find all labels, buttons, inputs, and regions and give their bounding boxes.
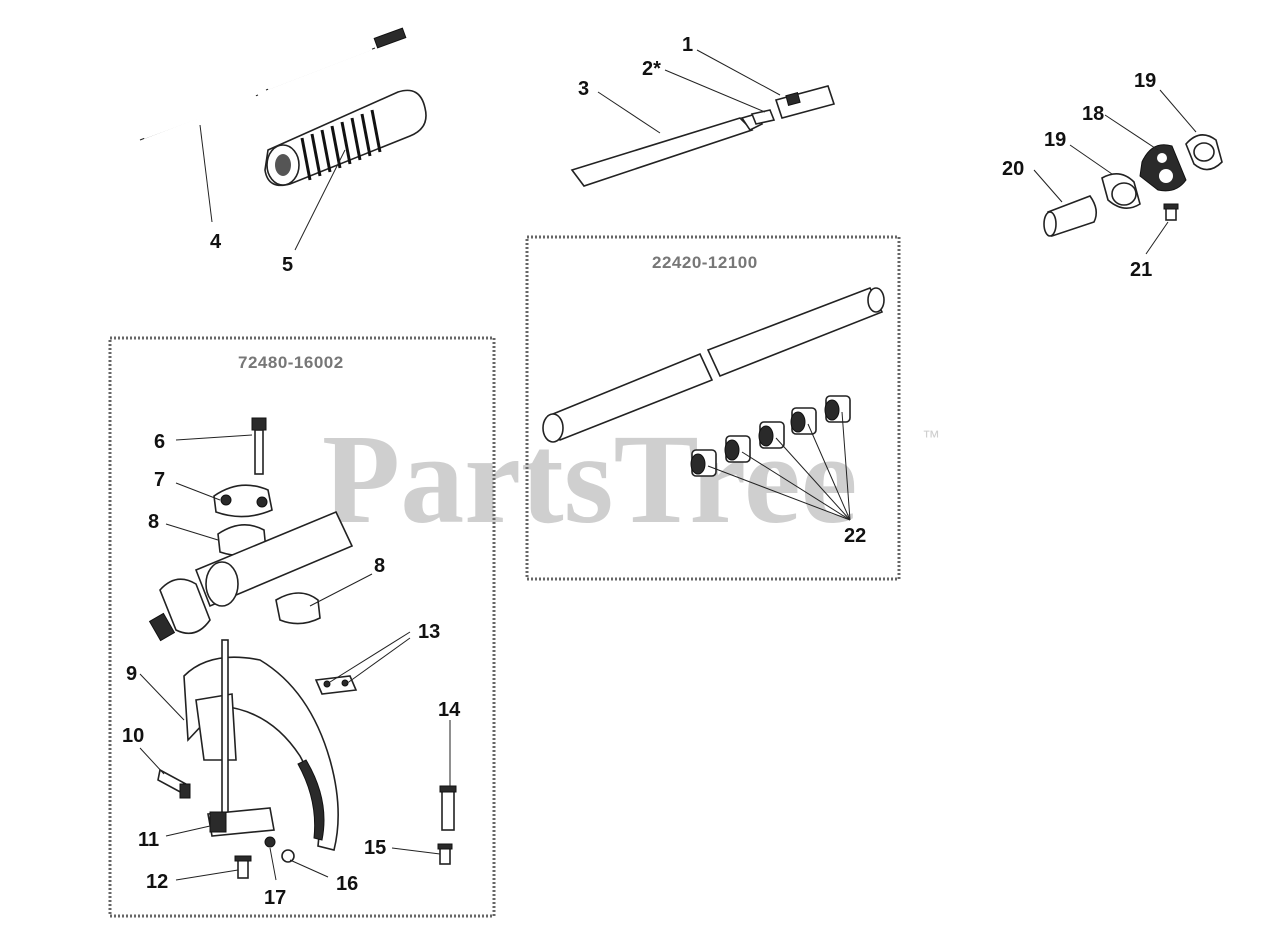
callout-18: 18 bbox=[1082, 103, 1104, 125]
part-22-bushings bbox=[690, 395, 851, 477]
kit-number-tube: 22420-12100 bbox=[652, 253, 758, 272]
callout-7: 7 bbox=[154, 469, 165, 491]
kit-number-shaft: 72480-16002 bbox=[238, 353, 344, 372]
callout-17: 17 bbox=[264, 887, 286, 909]
callout-11: 11 bbox=[138, 829, 159, 851]
part-12-screw bbox=[234, 855, 252, 879]
part-13-plate bbox=[314, 675, 358, 695]
part-10-bolt bbox=[157, 768, 191, 799]
callout-2: 2* bbox=[642, 58, 661, 80]
callout-20: 20 bbox=[1002, 158, 1024, 180]
callouts: 1 2* 3 4 5 6 7 8 8 9 10 11 12 13 14 15 1… bbox=[122, 34, 1156, 909]
watermark-trademark: ™ bbox=[922, 427, 940, 447]
part-shaft-housing bbox=[148, 510, 354, 642]
callout-3: 3 bbox=[578, 78, 589, 100]
callout-6: 6 bbox=[154, 431, 165, 453]
callout-4: 4 bbox=[210, 231, 222, 253]
part-tube bbox=[542, 286, 885, 443]
part-2-label bbox=[750, 109, 776, 125]
part-20-sleeve bbox=[1043, 195, 1098, 238]
callout-10: 10 bbox=[122, 725, 144, 747]
part-16-washer bbox=[281, 849, 295, 863]
part-19-collar-b bbox=[1185, 134, 1223, 171]
callout-13: 13 bbox=[418, 621, 440, 643]
callout-1: 1 bbox=[682, 34, 693, 56]
part-11-bracket bbox=[207, 807, 275, 837]
part-rod bbox=[221, 639, 229, 821]
part-1-label bbox=[774, 85, 836, 119]
callout-9: 9 bbox=[126, 663, 137, 685]
part-6-bolt bbox=[251, 417, 267, 475]
callout-16: 16 bbox=[336, 873, 358, 895]
callout-19-right: 19 bbox=[1134, 70, 1156, 92]
part-8-lower-clamp bbox=[275, 592, 321, 625]
part-4-cable bbox=[139, 27, 407, 141]
callout-22: 22 bbox=[844, 525, 866, 547]
part-3-decal bbox=[570, 113, 764, 187]
callout-15: 15 bbox=[364, 837, 386, 859]
part-19-collar-a bbox=[1101, 173, 1141, 209]
leader-lines bbox=[139, 49, 1197, 881]
callout-8-lower: 8 bbox=[374, 555, 385, 577]
callout-12: 12 bbox=[146, 871, 168, 893]
part-14-bolt bbox=[439, 785, 457, 831]
callout-5: 5 bbox=[282, 254, 293, 276]
part-17-nut bbox=[264, 836, 276, 848]
callout-8-upper: 8 bbox=[148, 511, 159, 533]
kit-frame-tube bbox=[525, 235, 901, 581]
part-21-screw bbox=[1163, 203, 1179, 221]
callout-21: 21 bbox=[1130, 259, 1152, 281]
callout-14: 14 bbox=[438, 699, 461, 721]
kit-frame-shaft bbox=[108, 336, 496, 918]
part-5-grip bbox=[264, 89, 427, 187]
part-15-screw bbox=[437, 843, 453, 865]
part-7-upper-clamp bbox=[213, 484, 273, 518]
part-18-clamp bbox=[1139, 144, 1187, 192]
callout-19-left: 19 bbox=[1044, 129, 1066, 151]
